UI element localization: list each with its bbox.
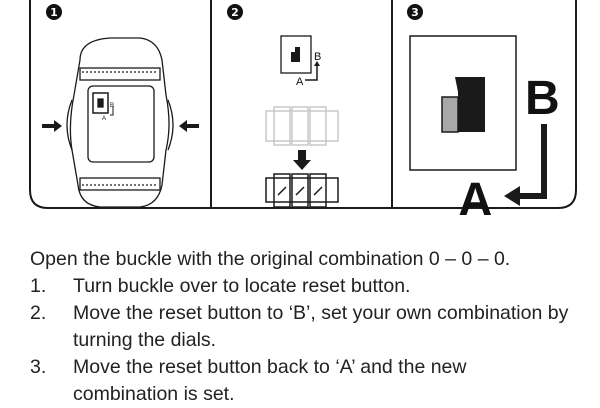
switch-slot <box>441 96 459 133</box>
step-number: 1. <box>30 275 47 297</box>
svg-text:B: B <box>314 51 321 63</box>
instruction-diagram: 1 B A 2 B A <box>29 0 577 215</box>
buckle-illustration <box>66 37 174 208</box>
a-to-b-arrow-icon <box>305 64 318 81</box>
svg-text:A: A <box>102 116 106 122</box>
intro-text: Open the buckle with the original combin… <box>30 248 511 270</box>
step-number: 2. <box>30 302 47 324</box>
svg-text:3: 3 <box>411 6 419 19</box>
a-to-b-arrow-icon <box>518 124 547 199</box>
panel-3: 3 B A <box>407 4 560 215</box>
svg-text:1: 1 <box>50 6 58 19</box>
reset-switch-small <box>280 35 312 74</box>
step-number: 3. <box>30 356 47 378</box>
down-arrow-icon <box>293 150 311 170</box>
dials-after <box>265 173 339 208</box>
svg-text:2: 2 <box>231 6 239 19</box>
svg-text:B: B <box>525 72 560 125</box>
panel-1: 1 B A <box>42 4 199 208</box>
step-text: Move the reset button to ‘B’, set your o… <box>73 302 569 351</box>
squeeze-arrow-left-icon <box>42 120 62 132</box>
squeeze-arrow-right-icon <box>179 120 199 132</box>
svg-text:A: A <box>296 76 304 88</box>
svg-text:B: B <box>110 103 114 109</box>
instruction-step: 2. Move the reset button to ‘B’, set you… <box>30 300 590 354</box>
instruction-step: 1. Turn buckle over to locate reset butt… <box>30 273 590 300</box>
reset-switch-large <box>409 35 517 171</box>
svg-text:A: A <box>458 174 493 215</box>
step-badge-2 <box>227 4 243 20</box>
step-badge-3 <box>407 4 423 20</box>
instructions: Open the buckle with the original combin… <box>30 246 590 408</box>
step-badge-1 <box>46 4 62 20</box>
panel-2: 2 B A <box>227 4 339 208</box>
diagram-frame <box>29 0 577 209</box>
step-text: Turn buckle over to locate reset button. <box>73 275 411 297</box>
dials-before <box>265 106 339 146</box>
switch-slider <box>455 77 485 132</box>
